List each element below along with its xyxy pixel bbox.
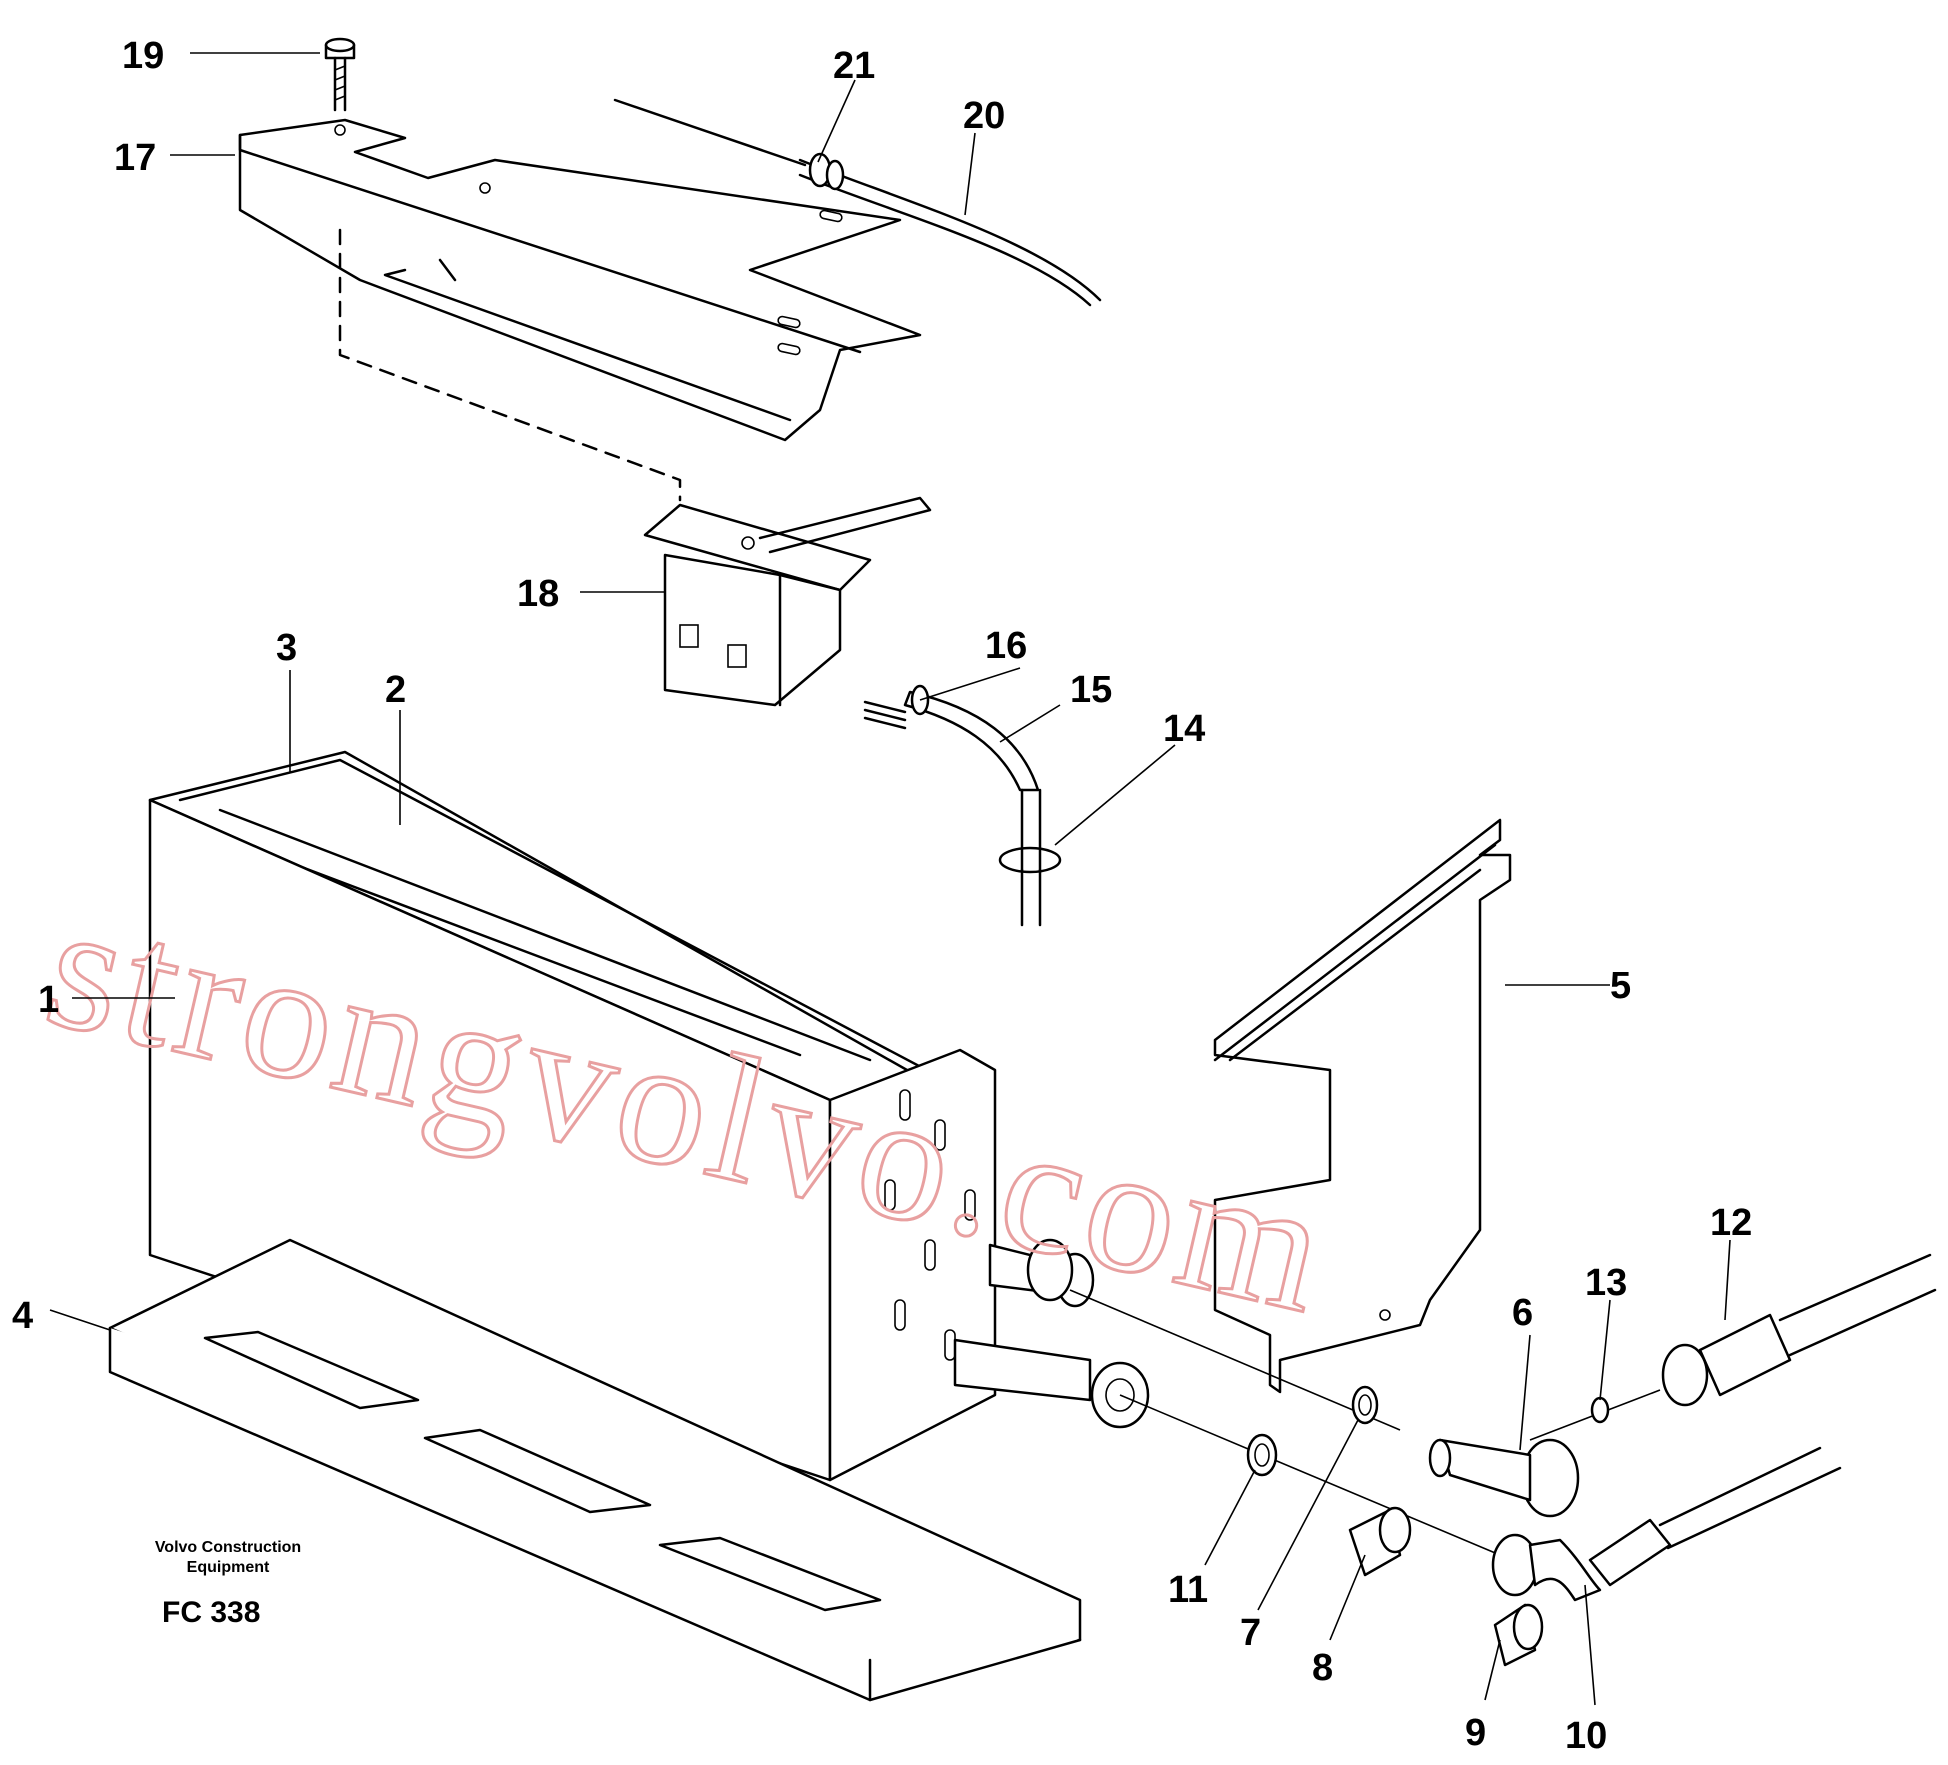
callout-13: 13: [1585, 1262, 1627, 1304]
cover-plate: [1213, 818, 1512, 1394]
callout-5: 5: [1610, 965, 1631, 1007]
callout-7: 7: [1240, 1612, 1261, 1654]
caption-company-line1: Volvo Construction: [155, 1539, 301, 1556]
leader-lines: [49, 52, 1731, 1706]
thermostat-switch: [643, 496, 932, 707]
control-cable: [613, 98, 1102, 307]
figure-code: FC 338: [162, 1596, 260, 1629]
callout-15: 15: [1070, 669, 1112, 711]
callout-6: 6: [1512, 1292, 1533, 1334]
callout-18: 18: [517, 573, 559, 615]
callout-16: 16: [985, 625, 1027, 667]
callout-9: 9: [1465, 1712, 1486, 1754]
wire-harness: [863, 684, 1062, 927]
callout-4: 4: [12, 1295, 33, 1337]
callout-2: 2: [385, 669, 406, 711]
callout-11: 11: [1168, 1569, 1208, 1611]
callout-3: 3: [276, 627, 297, 669]
callout-14: 14: [1163, 708, 1205, 750]
heater-core: [148, 750, 1150, 1482]
caption-company-line2: Equipment: [187, 1559, 270, 1576]
callout-21: 21: [833, 45, 875, 87]
callout-19: 19: [122, 35, 164, 77]
fittings-and-hoses: [1069, 1253, 1937, 1667]
callout-17: 17: [114, 137, 156, 179]
callout-20: 20: [963, 95, 1005, 137]
callout-12: 12: [1710, 1202, 1752, 1244]
callout-labels: 19 21 20 17 18 3 2 16 15 14 1 5 4 12 6 1…: [12, 35, 1752, 1757]
callout-8: 8: [1312, 1647, 1333, 1689]
mounting-bracket: [238, 118, 922, 502]
screw: [324, 37, 356, 112]
callout-10: 10: [1565, 1715, 1607, 1757]
base-pad: [108, 1238, 1082, 1702]
callout-1: 1: [38, 979, 59, 1021]
figure-caption: Volvo Construction Equipment FC 338: [155, 1539, 301, 1629]
